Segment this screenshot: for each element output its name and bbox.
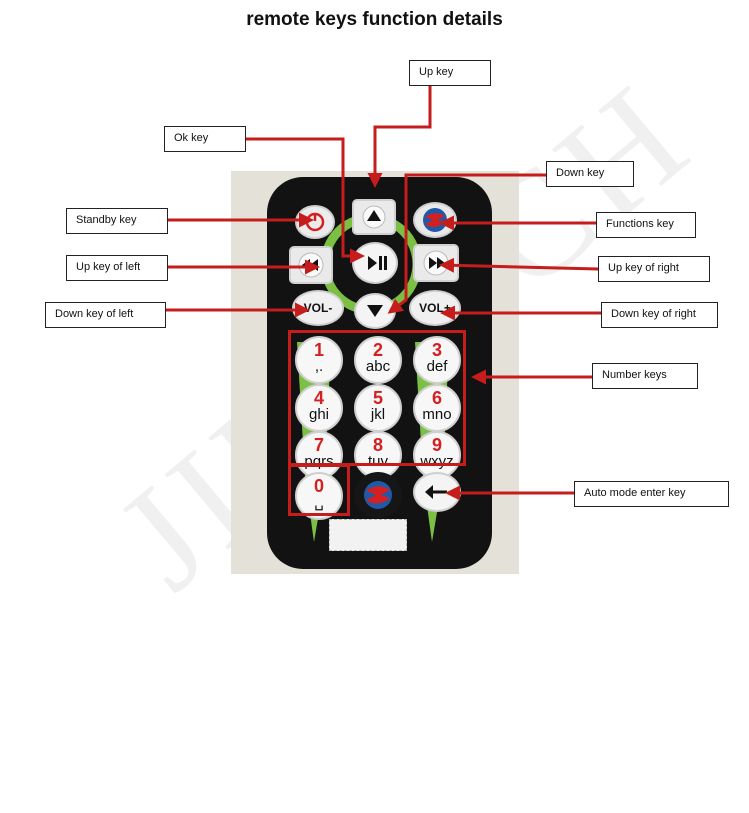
key-6-digit: 6 <box>431 388 442 408</box>
callout-down-key-left: Down key of left <box>45 302 166 328</box>
key-0[interactable]: 0␣ <box>295 472 343 520</box>
z-logo-icon <box>364 481 392 509</box>
key-6-letters: mno <box>422 406 452 423</box>
key-1-letters: ,. <box>314 358 324 375</box>
callout-up-key-right: Up key of right <box>598 256 710 282</box>
key-1[interactable]: 1,. <box>295 336 343 384</box>
callout-standby-key: Standby key <box>66 208 168 234</box>
callout-down-key-right: Down key of right <box>601 302 718 328</box>
callout-auto-mode-key: Auto mode enter key <box>574 481 729 507</box>
sticker-label <box>329 519 407 551</box>
key-9-digit: 9 <box>431 435 442 455</box>
key-2-digit: 2 <box>372 340 383 360</box>
callout-up-key-left: Up key of left <box>66 255 168 281</box>
key-7-digit: 7 <box>313 435 324 455</box>
number-keys-highlight <box>288 330 466 466</box>
vol-down-label: VOL- <box>303 301 333 315</box>
zero-key-highlight <box>288 464 350 516</box>
key-2-letters: abc <box>365 358 391 375</box>
fast-forward-button[interactable] <box>413 244 459 282</box>
key-4-digit: 4 <box>313 388 324 408</box>
standby-button[interactable] <box>295 205 335 239</box>
up-button[interactable] <box>352 199 396 235</box>
callout-functions-key: Functions key <box>596 212 696 238</box>
auto-mode-enter-button[interactable] <box>413 472 461 512</box>
play-pause-icon <box>368 256 387 270</box>
key-5-digit: 5 <box>372 388 383 408</box>
key-4-letters: ghi <box>308 406 330 423</box>
key-3-digit: 3 <box>431 340 442 360</box>
key-0-letters: ␣ <box>314 494 324 511</box>
arrow-left-icon <box>425 485 447 499</box>
key-3-letters: def <box>426 358 448 375</box>
key-8-digit: 8 <box>372 435 383 455</box>
callout-number-keys: Number keys <box>592 363 698 389</box>
logo-button[interactable] <box>354 472 402 518</box>
triangle-up-icon <box>362 205 386 229</box>
callout-down-key: Down key <box>546 161 634 187</box>
callout-ok-key: Ok key <box>164 126 246 152</box>
page-title: remote keys function details <box>246 9 503 30</box>
triangle-down-icon <box>367 305 383 317</box>
key-1-digit: 1 <box>313 340 324 360</box>
key-0-digit: 0 <box>313 476 324 496</box>
callout-up-key: Up key <box>409 60 491 86</box>
key-5-letters: jkl <box>370 406 386 423</box>
